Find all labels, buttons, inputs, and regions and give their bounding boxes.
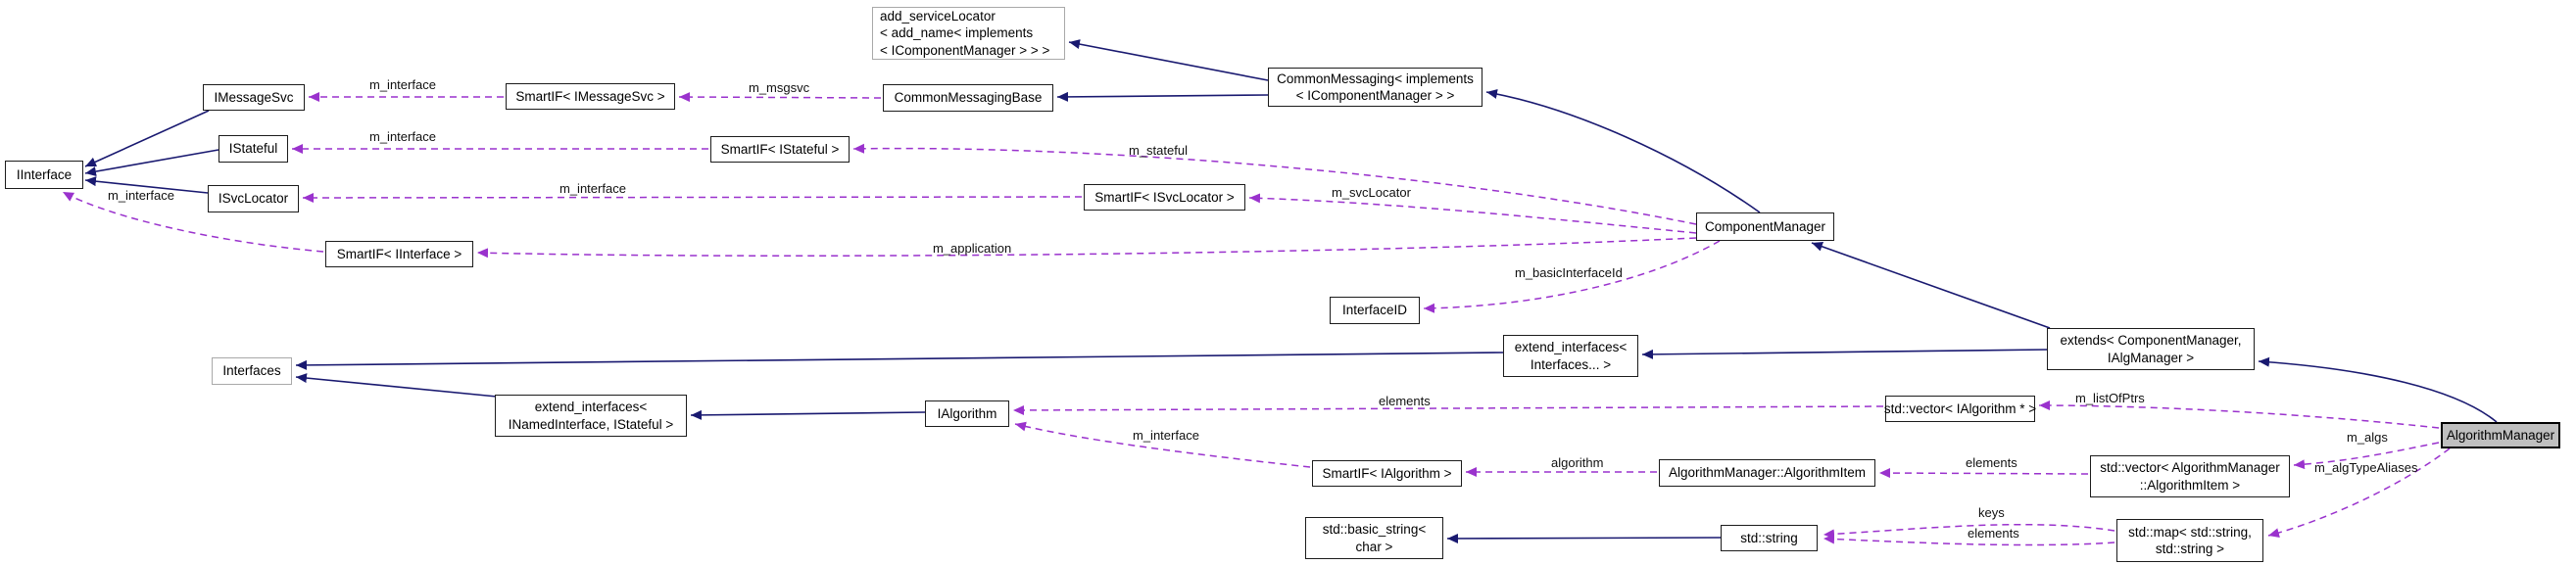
node-smartif-istateful[interactable]: SmartIF< IStateful > bbox=[710, 136, 850, 163]
edge-label-m-algs: m_algs bbox=[2347, 430, 2388, 445]
edge-inheritance-extendinterfacesnamed-interfaces bbox=[295, 373, 498, 398]
edge-inheritance-commonmessaging-commonmessagingbase bbox=[1056, 91, 1269, 102]
node-commonmessaging[interactable]: CommonMessaging< implements < IComponent… bbox=[1268, 68, 1482, 107]
edge-usage-m-application bbox=[476, 237, 1697, 259]
edge-usage-elements-vector-algorithmitem bbox=[1878, 468, 2089, 479]
edge-inheritance-ialgorithm-extendinterfacesnamed bbox=[690, 409, 926, 420]
edge-label-keys: keys bbox=[1978, 505, 2005, 520]
node-isvclocator[interactable]: ISvcLocator bbox=[208, 185, 299, 212]
edge-usage-m-basicinterfaceid bbox=[1423, 240, 1721, 313]
edge-label-m-svclocator: m_svcLocator bbox=[1332, 185, 1411, 200]
edge-usage-m-msgsvc bbox=[678, 92, 882, 103]
node-extend-interfaces-interfaces[interactable]: extend_interfaces< Interfaces... > bbox=[1503, 335, 1638, 377]
node-add-servicelocator: add_serviceLocator < add_name< implement… bbox=[872, 7, 1065, 60]
node-extend-interfaces-inamedinterface-istateful[interactable]: extend_interfaces< INamedInterface, ISta… bbox=[495, 395, 687, 437]
edge-inheritance-isvclocator-iinterface bbox=[84, 176, 209, 194]
edge-label-m-application: m_application bbox=[933, 241, 1012, 256]
edge-inheritance-stdstring-stdbasicstring bbox=[1446, 533, 1722, 543]
node-algorithmmanager-main[interactable]: AlgorithmManager bbox=[2441, 422, 2560, 448]
edge-inheritance-imessagesvc-iinterface bbox=[84, 110, 210, 167]
edge-inheritance-algorithmmanager-extends bbox=[2258, 356, 2498, 423]
edge-usage-m-interface-ialgorithm bbox=[1014, 421, 1311, 468]
node-componentmanager[interactable]: ComponentManager bbox=[1696, 212, 1834, 241]
edge-usage-map-keys bbox=[1823, 523, 2115, 540]
edge-label-elements: elements bbox=[1966, 455, 2017, 470]
node-std-map[interactable]: std::map< std::string, std::string > bbox=[2116, 519, 2263, 562]
edge-label-m-interface: m_interface bbox=[559, 181, 626, 196]
edge-label-elements: elements bbox=[1379, 394, 1431, 408]
edge-label-m-interface: m_interface bbox=[369, 77, 436, 92]
edge-inheritance-extends-componentmanager bbox=[1811, 242, 2051, 329]
edge-inheritance-extendinterfaces-interfaces bbox=[295, 352, 1504, 370]
edge-inheritance-istateful-iinterface bbox=[84, 149, 219, 177]
edge-label-elements: elements bbox=[1968, 526, 2019, 541]
edge-inheritance-commonmessaging-addservicelocator bbox=[1068, 39, 1269, 81]
edge-inheritance-componentmanager-commonmessaging bbox=[1485, 89, 1761, 213]
edge-label-m-interface: m_interface bbox=[108, 188, 174, 203]
node-extends-componentmanager-ialgmanager[interactable]: extends< ComponentManager, IAlgManager > bbox=[2047, 328, 2255, 370]
node-smartif-imessagesvc[interactable]: SmartIF< IMessageSvc > bbox=[506, 83, 675, 110]
node-istateful[interactable]: IStateful bbox=[219, 135, 288, 163]
node-interfaceid[interactable]: InterfaceID bbox=[1330, 297, 1420, 324]
edge-label-m-interface: m_interface bbox=[1133, 428, 1199, 443]
edge-usage-map-elements bbox=[1823, 534, 2115, 546]
node-std-vector-algorithmitem[interactable]: std::vector< AlgorithmManager ::Algorith… bbox=[2090, 455, 2290, 497]
node-std-vector-ialgorithm[interactable]: std::vector< IAlgorithm * > bbox=[1884, 396, 2036, 422]
edge-label-m-msgsvc: m_msgsvc bbox=[749, 80, 810, 95]
edge-usage-m-algtypealiases bbox=[2267, 447, 2451, 539]
edge-label-m-interface: m_interface bbox=[369, 129, 436, 144]
edge-label-m-listofptrs: m_listOfPtrs bbox=[2075, 391, 2145, 405]
edge-inheritance-extends-extendinterfaces bbox=[1641, 349, 2048, 359]
node-smartif-ialgorithm[interactable]: SmartIF< IAlgorithm > bbox=[1312, 460, 1462, 487]
node-algorithmmanager-algorithmitem[interactable]: AlgorithmManager::AlgorithmItem bbox=[1659, 459, 1875, 487]
edge-label-m-algtypealiases: m_algTypeAliases bbox=[2314, 460, 2418, 475]
edge-usage-m-interface-isvclocator bbox=[302, 192, 1083, 203]
edge-usage-m-algs bbox=[2293, 442, 2440, 470]
node-std-basic-string[interactable]: std::basic_string< char > bbox=[1305, 517, 1443, 559]
edge-usage-m-svclocator bbox=[1248, 193, 1697, 234]
edge-usage-m-listofptrs bbox=[2038, 400, 2440, 429]
node-iinterface[interactable]: IInterface bbox=[5, 161, 83, 189]
edge-label-m-stateful: m_stateful bbox=[1129, 143, 1188, 158]
node-interfaces: Interfaces bbox=[212, 357, 292, 385]
node-std-string[interactable]: std::string bbox=[1721, 525, 1818, 551]
node-imessagesvc[interactable]: IMessageSvc bbox=[203, 84, 305, 111]
edge-usage-m-interface-iinterface bbox=[62, 191, 324, 253]
node-commonmessagingbase[interactable]: CommonMessagingBase bbox=[883, 84, 1053, 112]
edge-usage-m-stateful bbox=[852, 143, 1697, 225]
edge-usage-elements-vector-ialgorithm bbox=[1012, 404, 1884, 415]
node-smartif-iinterface[interactable]: SmartIF< IInterface > bbox=[325, 241, 473, 267]
node-smartif-isvclocator[interactable]: SmartIF< ISvcLocator > bbox=[1084, 184, 1245, 211]
edge-label-m-basicinterfaceid: m_basicInterfaceId bbox=[1515, 265, 1623, 280]
edge-label-algorithm: algorithm bbox=[1551, 455, 1604, 470]
node-ialgorithm[interactable]: IAlgorithm bbox=[925, 400, 1009, 427]
